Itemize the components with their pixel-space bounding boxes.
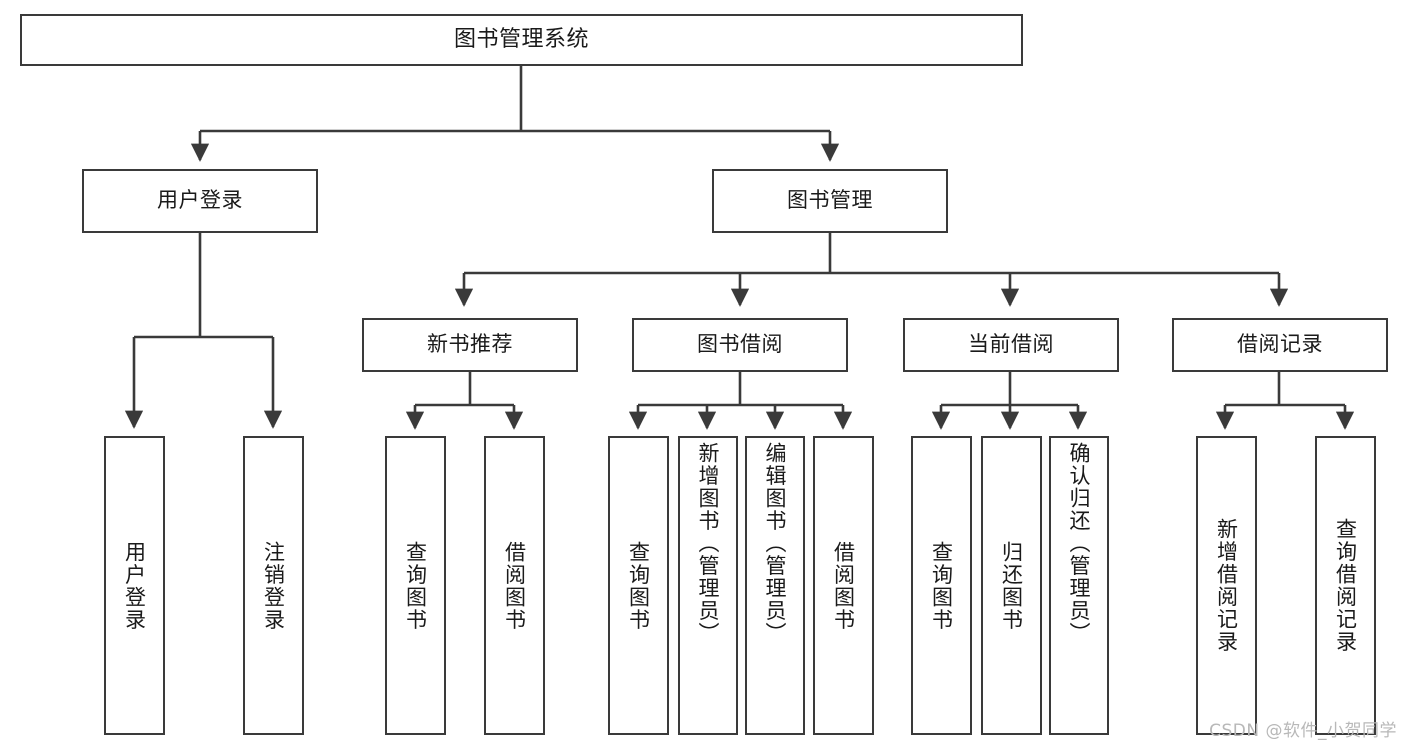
leaf-add-borrowing-record[interactable]: 新增借阅记录 bbox=[1196, 436, 1257, 735]
node-label: 新增图书（管理员） bbox=[696, 442, 721, 645]
node-label: 注销登录 bbox=[261, 540, 286, 631]
leaf-borrow-book-borrowing[interactable]: 借阅图书 bbox=[813, 436, 874, 735]
leaf-user-login[interactable]: 用户登录 bbox=[104, 436, 165, 735]
leaf-query-borrowing-record[interactable]: 查询借阅记录 bbox=[1315, 436, 1376, 735]
node-book-management[interactable]: 图书管理 bbox=[712, 169, 948, 233]
node-label: 用户登录 bbox=[122, 540, 147, 631]
node-label: 新增借阅记录 bbox=[1214, 518, 1239, 653]
node-label: 图书管理 bbox=[787, 188, 873, 213]
node-label: 当前借阅 bbox=[968, 332, 1054, 357]
node-label: 查询图书 bbox=[403, 540, 428, 631]
leaf-query-book-current[interactable]: 查询图书 bbox=[911, 436, 972, 735]
node-new-book-recommendation[interactable]: 新书推荐 bbox=[362, 318, 578, 372]
node-borrowing-record[interactable]: 借阅记录 bbox=[1172, 318, 1388, 372]
node-label: 查询图书 bbox=[626, 540, 651, 631]
node-label: 借阅图书 bbox=[502, 540, 527, 631]
leaf-add-book-admin[interactable]: 新增图书（管理员） bbox=[678, 436, 738, 735]
node-label: 编辑图书（管理员） bbox=[763, 442, 788, 645]
node-label: 确认归还（管理员） bbox=[1067, 442, 1092, 645]
leaf-edit-book-admin[interactable]: 编辑图书（管理员） bbox=[745, 436, 805, 735]
node-label: 图书管理系统 bbox=[453, 26, 589, 52]
node-root-book-management-system[interactable]: 图书管理系统 bbox=[20, 14, 1023, 66]
leaf-return-book[interactable]: 归还图书 bbox=[981, 436, 1042, 735]
node-user-login[interactable]: 用户登录 bbox=[82, 169, 318, 233]
node-label: 查询借阅记录 bbox=[1333, 518, 1358, 653]
csdn-watermark: CSDN @软件_小贺同学 bbox=[1209, 721, 1397, 741]
leaf-query-book-recommendation[interactable]: 查询图书 bbox=[385, 436, 446, 735]
node-current-borrowing[interactable]: 当前借阅 bbox=[903, 318, 1119, 372]
leaf-confirm-return-admin[interactable]: 确认归还（管理员） bbox=[1049, 436, 1109, 735]
node-label: 用户登录 bbox=[157, 188, 243, 213]
leaf-query-book-borrowing[interactable]: 查询图书 bbox=[608, 436, 669, 735]
node-label: 归还图书 bbox=[999, 540, 1024, 631]
node-label: 查询图书 bbox=[929, 540, 954, 631]
leaf-logout[interactable]: 注销登录 bbox=[243, 436, 304, 735]
node-label: 借阅图书 bbox=[831, 540, 856, 631]
node-label: 图书借阅 bbox=[697, 332, 783, 357]
node-label: 借阅记录 bbox=[1237, 332, 1323, 357]
node-book-borrowing[interactable]: 图书借阅 bbox=[632, 318, 848, 372]
leaf-borrow-book-recommendation[interactable]: 借阅图书 bbox=[484, 436, 545, 735]
node-label: 新书推荐 bbox=[427, 332, 513, 357]
